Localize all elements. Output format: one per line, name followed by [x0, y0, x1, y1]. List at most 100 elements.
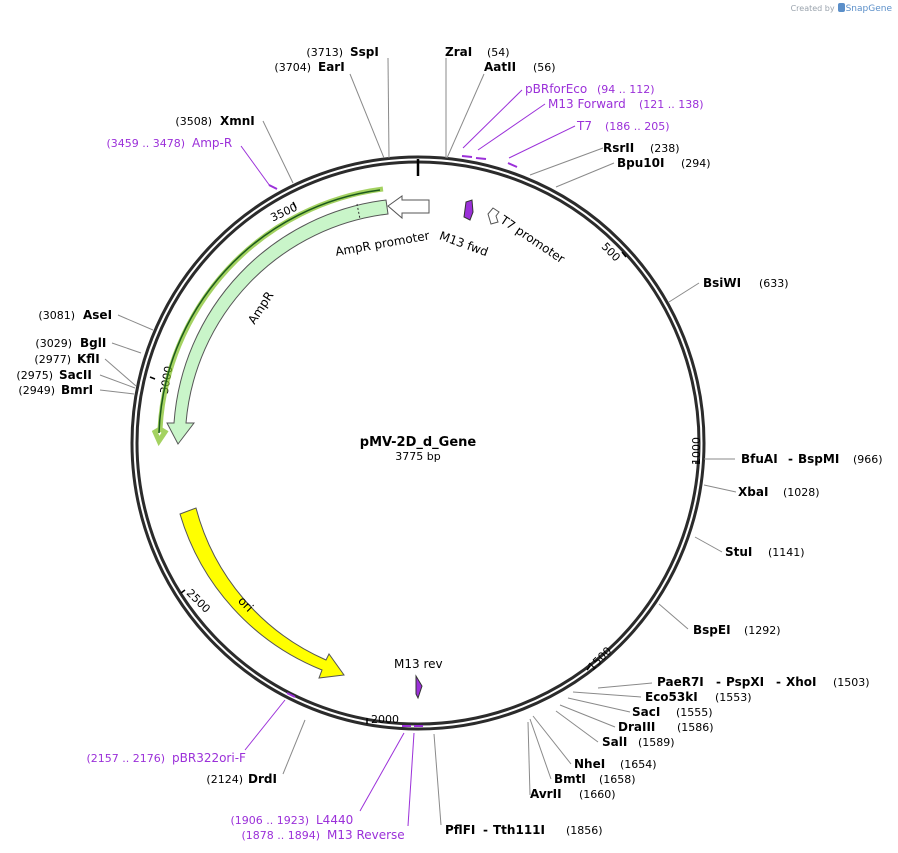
enzyme-sali-name: SalI: [602, 735, 627, 749]
enzyme-kfli-position: (2977): [34, 353, 71, 366]
t7-promoter-arrow: [487, 207, 500, 225]
enzyme-nhei-position: (1654): [620, 758, 657, 771]
tick-500: [621, 251, 627, 258]
plasmid-name: pMV-2D_d_Gene: [360, 435, 477, 450]
credit-prefix: Created by: [790, 4, 835, 13]
ampr-label: AmpR: [245, 289, 276, 327]
enzyme-sali-position: (1589): [638, 736, 675, 749]
enzyme-bgli-position: (3029): [35, 337, 72, 350]
leader-aatii: [446, 73, 485, 159]
leader-sspi: [387, 57, 390, 159]
primer-amp-r-name: Amp-R: [192, 136, 232, 150]
enzyme-draiii-position: (1586): [677, 721, 714, 734]
leader-paer7i: [597, 682, 653, 689]
leader-drdi: [282, 719, 306, 775]
enzyme-xmni-position: (3508): [175, 115, 212, 128]
snapgene-credit: Created by SnapGene: [791, 3, 892, 14]
leader-t7: [508, 125, 576, 159]
enzyme-stui-position: (1141): [768, 546, 805, 559]
enzyme-saci-position: (1555): [676, 706, 713, 719]
enzyme-bspei-name: BspEI: [693, 623, 731, 637]
enzyme-saci-name: SacI: [632, 705, 660, 719]
m13-fwd-label: M13 fwd: [437, 229, 490, 260]
primer-l4440-range: (1906 .. 1923): [230, 814, 309, 827]
leader-m13-reverse: [407, 732, 415, 827]
enzyme-bmri-position: (2949): [18, 384, 55, 397]
enzyme-bpu10i-name: Bpu10I: [617, 156, 664, 170]
ampr-outline-track: [158, 189, 381, 434]
enzyme-pspxi-name: PspXI: [726, 675, 764, 689]
enzyme-xbai-name: XbaI: [738, 485, 768, 499]
primer-m13-forward-name: M13 Forward: [548, 97, 626, 111]
primer-amp-r-range: (3459 .. 3478): [106, 137, 185, 150]
primer-pbr322ori-f-name: pBR322ori-F: [172, 751, 246, 765]
m13-rev-arrow: [415, 674, 423, 700]
primer-mark-pbr322ori-f: [286, 692, 296, 698]
enzyme-paer7i-position: (1503): [833, 676, 870, 689]
primer-l4440-name: L4440: [316, 813, 353, 827]
enzyme-eco53ki-position: (1553): [715, 691, 752, 704]
enzyme-draiii-name: DraIII: [618, 720, 655, 734]
primer-pbrforeco-name: pBRforEco: [525, 82, 587, 96]
enzyme-xmni-name: XmnI: [220, 114, 255, 128]
enzyme-avrii-position: (1660): [579, 788, 616, 801]
leader-xbai: [703, 484, 737, 493]
primer-m13-reverse-range: (1878 .. 1894): [241, 829, 320, 842]
ampr-promoter-boundary: [356, 203, 361, 220]
ampr-promoter-label: AmpR promoter: [334, 228, 430, 258]
enzyme-rsrii-position: (238): [650, 142, 680, 155]
backbone-outer: [130, 155, 706, 731]
enzyme-bmri-name: BmrI: [61, 383, 93, 397]
enzyme-nhei-name: NheI: [574, 757, 605, 771]
enzyme-aatii-position: (56): [533, 61, 556, 74]
primer-t7-range: (186 .. 205): [605, 120, 670, 133]
enzyme-bmti-name: BmtI: [554, 772, 586, 786]
enzyme-zrai-position: (54): [487, 46, 510, 59]
primer-mark-pbrforeco: [461, 155, 473, 158]
tick-2500: [180, 589, 186, 594]
enzyme-sspi-position: (3713): [306, 46, 343, 59]
tick-3000: [149, 376, 156, 380]
enzyme-sacii-position: (2975): [16, 369, 53, 382]
tick-label-500: 500: [599, 240, 623, 264]
primer-pbrforeco-range: (94 .. 112): [597, 83, 655, 96]
leader-xmni: [262, 120, 294, 184]
leader-l4440: [359, 732, 405, 812]
enzyme-paer7i-name: PaeR7I: [657, 675, 704, 689]
leader-amp-r: [240, 145, 271, 187]
primer-t7-name: T7: [576, 119, 592, 133]
leader-bgli: [111, 342, 142, 354]
t7-promoter-label: T7 promoter: [497, 212, 567, 266]
enzyme-stui-name: StuI: [725, 545, 752, 559]
ori-feature-arrow: [179, 507, 345, 679]
leader-saci: [567, 697, 631, 713]
enzyme-bfuai-separator: -: [788, 452, 793, 466]
enzyme-eari-name: EarI: [318, 60, 345, 74]
enzyme-bfuai-position: (966): [853, 453, 883, 466]
leader-sacii: [99, 374, 136, 389]
enzyme-pflfi-name: PflFI: [445, 823, 475, 837]
enzyme-bspei-position: (1292): [744, 624, 781, 637]
leader-bmri: [99, 389, 135, 395]
enzyme-bfuai-name: BfuAI: [741, 452, 778, 466]
ampr-highlight: [151, 186, 384, 447]
snapgene-logo-icon: [837, 3, 845, 12]
enzyme-bspmi-name: BspMI: [798, 452, 839, 466]
enzyme-asei-name: AseI: [83, 308, 112, 322]
primer-pbr322ori-f-range: (2157 .. 2176): [86, 752, 165, 765]
enzyme-tth111i-name: Tth111I: [493, 823, 545, 837]
m13-rev-label: M13 rev: [394, 657, 443, 671]
leader-bspei: [658, 603, 689, 630]
primer-mark-t7: [507, 162, 518, 168]
leader-rsrii: [529, 147, 604, 176]
leader-bpu10i: [555, 162, 615, 188]
credit-brand: SnapGene: [845, 4, 892, 14]
m13-fwd-arrow: [463, 199, 474, 221]
enzyme-bsiwi-name: BsiWI: [703, 276, 741, 290]
ampr-promoter-arrow: [387, 195, 430, 220]
leader-eari: [349, 73, 385, 159]
enzyme-xhoi-name: XhoI: [786, 675, 817, 689]
enzyme-bpu10i-position: (294): [681, 157, 711, 170]
ampr-feature-arrow: [166, 199, 389, 445]
enzyme-bgli-name: BglI: [80, 336, 106, 350]
